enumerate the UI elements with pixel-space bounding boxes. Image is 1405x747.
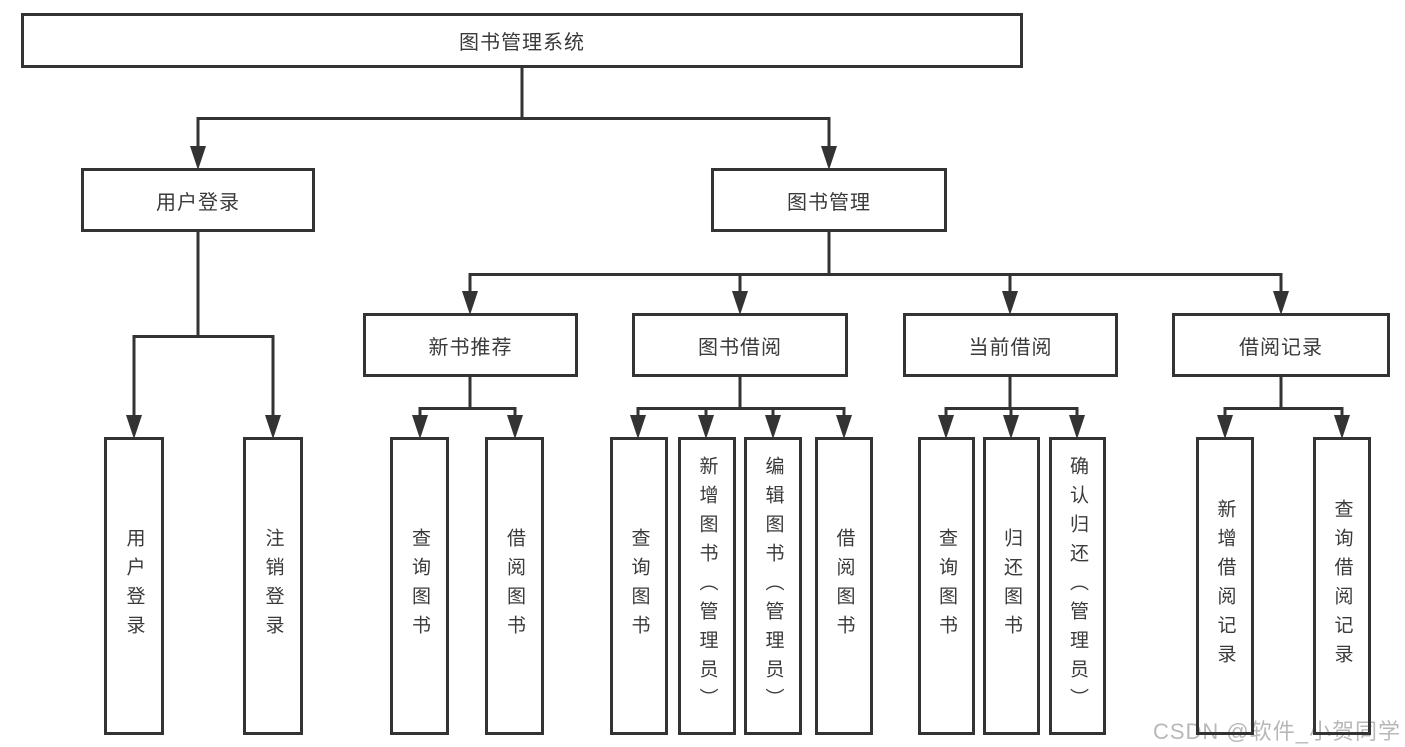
leaf-newbook-borrow-label: 借阅图书 — [504, 528, 525, 644]
node-new-book-recommend: 新书推荐 — [363, 313, 578, 377]
arrow-down-icon — [412, 415, 428, 439]
leaf-borrow-edit-book-label: 编辑图书（管理员） — [762, 455, 784, 717]
leaf-user-login-label: 用户登录 — [123, 528, 145, 644]
node-user-login-label: 用户登录 — [156, 191, 240, 214]
connector-userlogin-to-leaves — [132, 231, 275, 418]
arrow-down-icon — [1003, 415, 1019, 439]
node-root: 图书管理系统 — [21, 13, 1023, 68]
leaf-current-query-label: 查询图书 — [936, 528, 957, 644]
leaf-current-confirm-return-label: 确认归还（管理员） — [1067, 455, 1088, 717]
leaf-logout-label: 注销登录 — [262, 528, 284, 644]
leaf-records-add-label: 新增借阅记录 — [1214, 499, 1236, 673]
leaf-borrow-add-book-label: 新增图书（管理员） — [696, 455, 718, 717]
connector-bookmgmt-to-level2 — [468, 231, 1283, 293]
arrow-down-icon — [836, 415, 852, 439]
node-current-borrow-label: 当前借阅 — [968, 336, 1053, 359]
leaf-current-confirm-return: 确认归还（管理员） — [1049, 437, 1106, 735]
leaf-newbook-query: 查询图书 — [390, 437, 449, 735]
node-book-borrow: 图书借阅 — [632, 313, 848, 377]
leaf-newbook-query-label: 查询图书 — [409, 528, 430, 644]
leaf-borrow-query-label: 查询图书 — [628, 528, 650, 644]
node-borrow-records: 借阅记录 — [1172, 313, 1390, 377]
arrow-down-icon — [765, 415, 781, 439]
arrow-down-icon — [1217, 415, 1233, 439]
arrow-down-icon — [190, 146, 206, 170]
leaf-current-query: 查询图书 — [918, 437, 975, 735]
node-current-borrow: 当前借阅 — [903, 313, 1118, 377]
arrow-down-icon — [938, 415, 954, 439]
arrow-down-icon — [698, 415, 714, 439]
arrow-down-icon — [732, 291, 748, 315]
node-book-management-label: 图书管理 — [787, 191, 871, 214]
arrow-down-icon — [630, 415, 646, 439]
connector-newbook-to-leaves — [418, 376, 517, 418]
connector-records-to-leaves — [1223, 376, 1344, 418]
leaf-records-query: 查询借阅记录 — [1313, 437, 1371, 735]
connector-current-to-leaves — [944, 376, 1079, 418]
arrow-down-icon — [1002, 291, 1018, 315]
node-book-borrow-label: 图书借阅 — [698, 336, 782, 359]
leaf-records-add: 新增借阅记录 — [1196, 437, 1254, 735]
arrow-down-icon — [821, 146, 837, 170]
leaf-current-return-label: 归还图书 — [1001, 528, 1022, 644]
arrow-down-icon — [126, 415, 142, 439]
node-root-label: 图书管理系统 — [459, 32, 585, 54]
node-user-login: 用户登录 — [81, 168, 315, 232]
arrow-down-icon — [1334, 415, 1350, 439]
arrow-down-icon — [1273, 291, 1289, 315]
leaf-records-query-label: 查询借阅记录 — [1331, 499, 1353, 673]
leaf-newbook-borrow: 借阅图书 — [485, 437, 544, 735]
leaf-borrow-query: 查询图书 — [610, 437, 668, 735]
leaf-borrow-edit-book: 编辑图书（管理员） — [744, 437, 802, 735]
arrow-down-icon — [1069, 415, 1085, 439]
arrow-down-icon — [462, 291, 478, 315]
arrow-down-icon — [265, 415, 281, 439]
csdn-watermark: CSDN @软件_小贺同学 — [1152, 719, 1401, 744]
leaf-borrow-book-label: 借阅图书 — [833, 528, 855, 644]
leaf-logout: 注销登录 — [243, 437, 303, 735]
connector-borrow-to-leaves — [636, 376, 846, 418]
arrow-down-icon — [507, 415, 523, 439]
node-borrow-records-label: 借阅记录 — [1239, 336, 1323, 359]
connector-root-to-level1 — [196, 66, 831, 148]
node-new-book-recommend-label: 新书推荐 — [428, 336, 513, 359]
leaf-user-login: 用户登录 — [104, 437, 164, 735]
arrowhead-icons — [126, 146, 1350, 439]
leaf-borrow-book: 借阅图书 — [815, 437, 873, 735]
node-book-management: 图书管理 — [711, 168, 947, 232]
leaf-borrow-add-book: 新增图书（管理员） — [678, 437, 736, 735]
leaf-current-return: 归还图书 — [983, 437, 1040, 735]
